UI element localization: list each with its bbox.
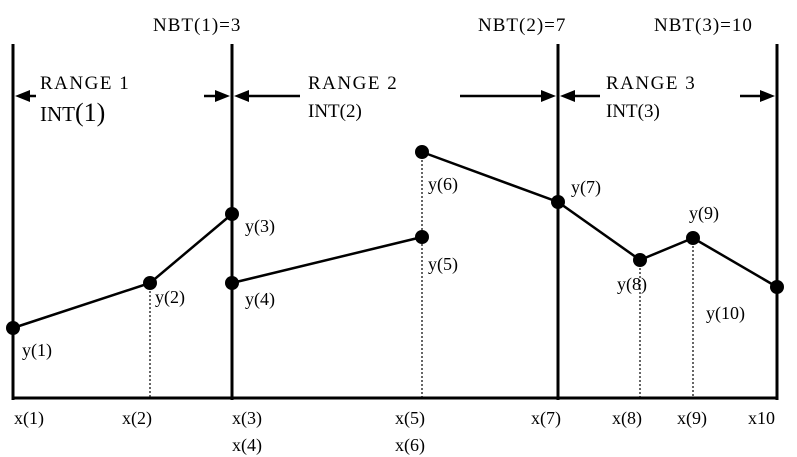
point-label-y8: y(8): [617, 274, 647, 295]
x-label-2: x(2): [122, 408, 152, 429]
range1-arrowhead-right: [215, 90, 230, 102]
x-label-3: x(3): [232, 408, 262, 429]
point-y7: [551, 195, 565, 209]
polyline-range2-upper: [421, 150, 778, 289]
x-label-1: x(1): [14, 408, 44, 429]
point-y10: [770, 280, 784, 294]
point-y2: [143, 276, 157, 290]
int3-label: INT(3): [606, 101, 660, 122]
nbt3-label: NBT(3)=10: [654, 15, 753, 36]
point-label-y6: y(6): [428, 174, 458, 195]
data-points: [6, 145, 784, 335]
point-label-y9: y(9): [689, 203, 719, 224]
x-label-7: x(7): [531, 408, 561, 429]
polyline-range2: [231, 235, 423, 285]
range3-label: RANGE 3: [606, 73, 696, 94]
range2-arrowhead-left: [234, 90, 249, 102]
point-y8: [633, 253, 647, 267]
point-y1: [6, 321, 20, 335]
point-label-y7: y(7): [571, 177, 601, 198]
range2-label: RANGE 2: [308, 73, 398, 94]
range2-arrowhead-right: [541, 90, 556, 102]
point-label-y2: y(2): [155, 287, 185, 308]
x-label-9: x(9): [677, 408, 707, 429]
x-label-5: x(5): [395, 408, 425, 429]
point-y9: [686, 231, 700, 245]
point-label-y10: y(10): [706, 303, 745, 324]
nbt2-label: NBT(2)=7: [478, 15, 566, 36]
range1-label: RANGE 1: [40, 73, 130, 94]
x-label-4: x(4): [232, 435, 262, 456]
range1-arrowhead-left: [15, 90, 30, 102]
nbt1-label: NBT(1)=3: [153, 15, 241, 36]
int1-suffix: (1): [75, 98, 105, 127]
data-polylines: [12, 150, 778, 330]
point-y3: [225, 207, 239, 221]
dotted-droplines: [149, 152, 694, 398]
int2-label: INT(2): [308, 101, 362, 122]
point-label-y1: y(1): [22, 340, 52, 361]
point-label-y3: y(3): [245, 216, 275, 237]
range3-arrowhead-left: [560, 90, 575, 102]
x-label-10: x10: [748, 408, 775, 428]
point-label-y4: y(4): [245, 289, 275, 310]
x-label-8: x(8): [612, 408, 642, 429]
polyline-range1: [12, 213, 233, 330]
range-arrows: [15, 90, 775, 102]
point-y5: [415, 230, 429, 244]
point-y6: [415, 145, 429, 159]
int1-label: INT(1): [40, 98, 105, 127]
int1-prefix: INT: [40, 102, 75, 126]
x-label-6: x(6): [395, 435, 425, 456]
point-label-y5: y(5): [428, 254, 458, 275]
point-y4: [225, 276, 239, 290]
range3-arrowhead-right: [760, 90, 775, 102]
